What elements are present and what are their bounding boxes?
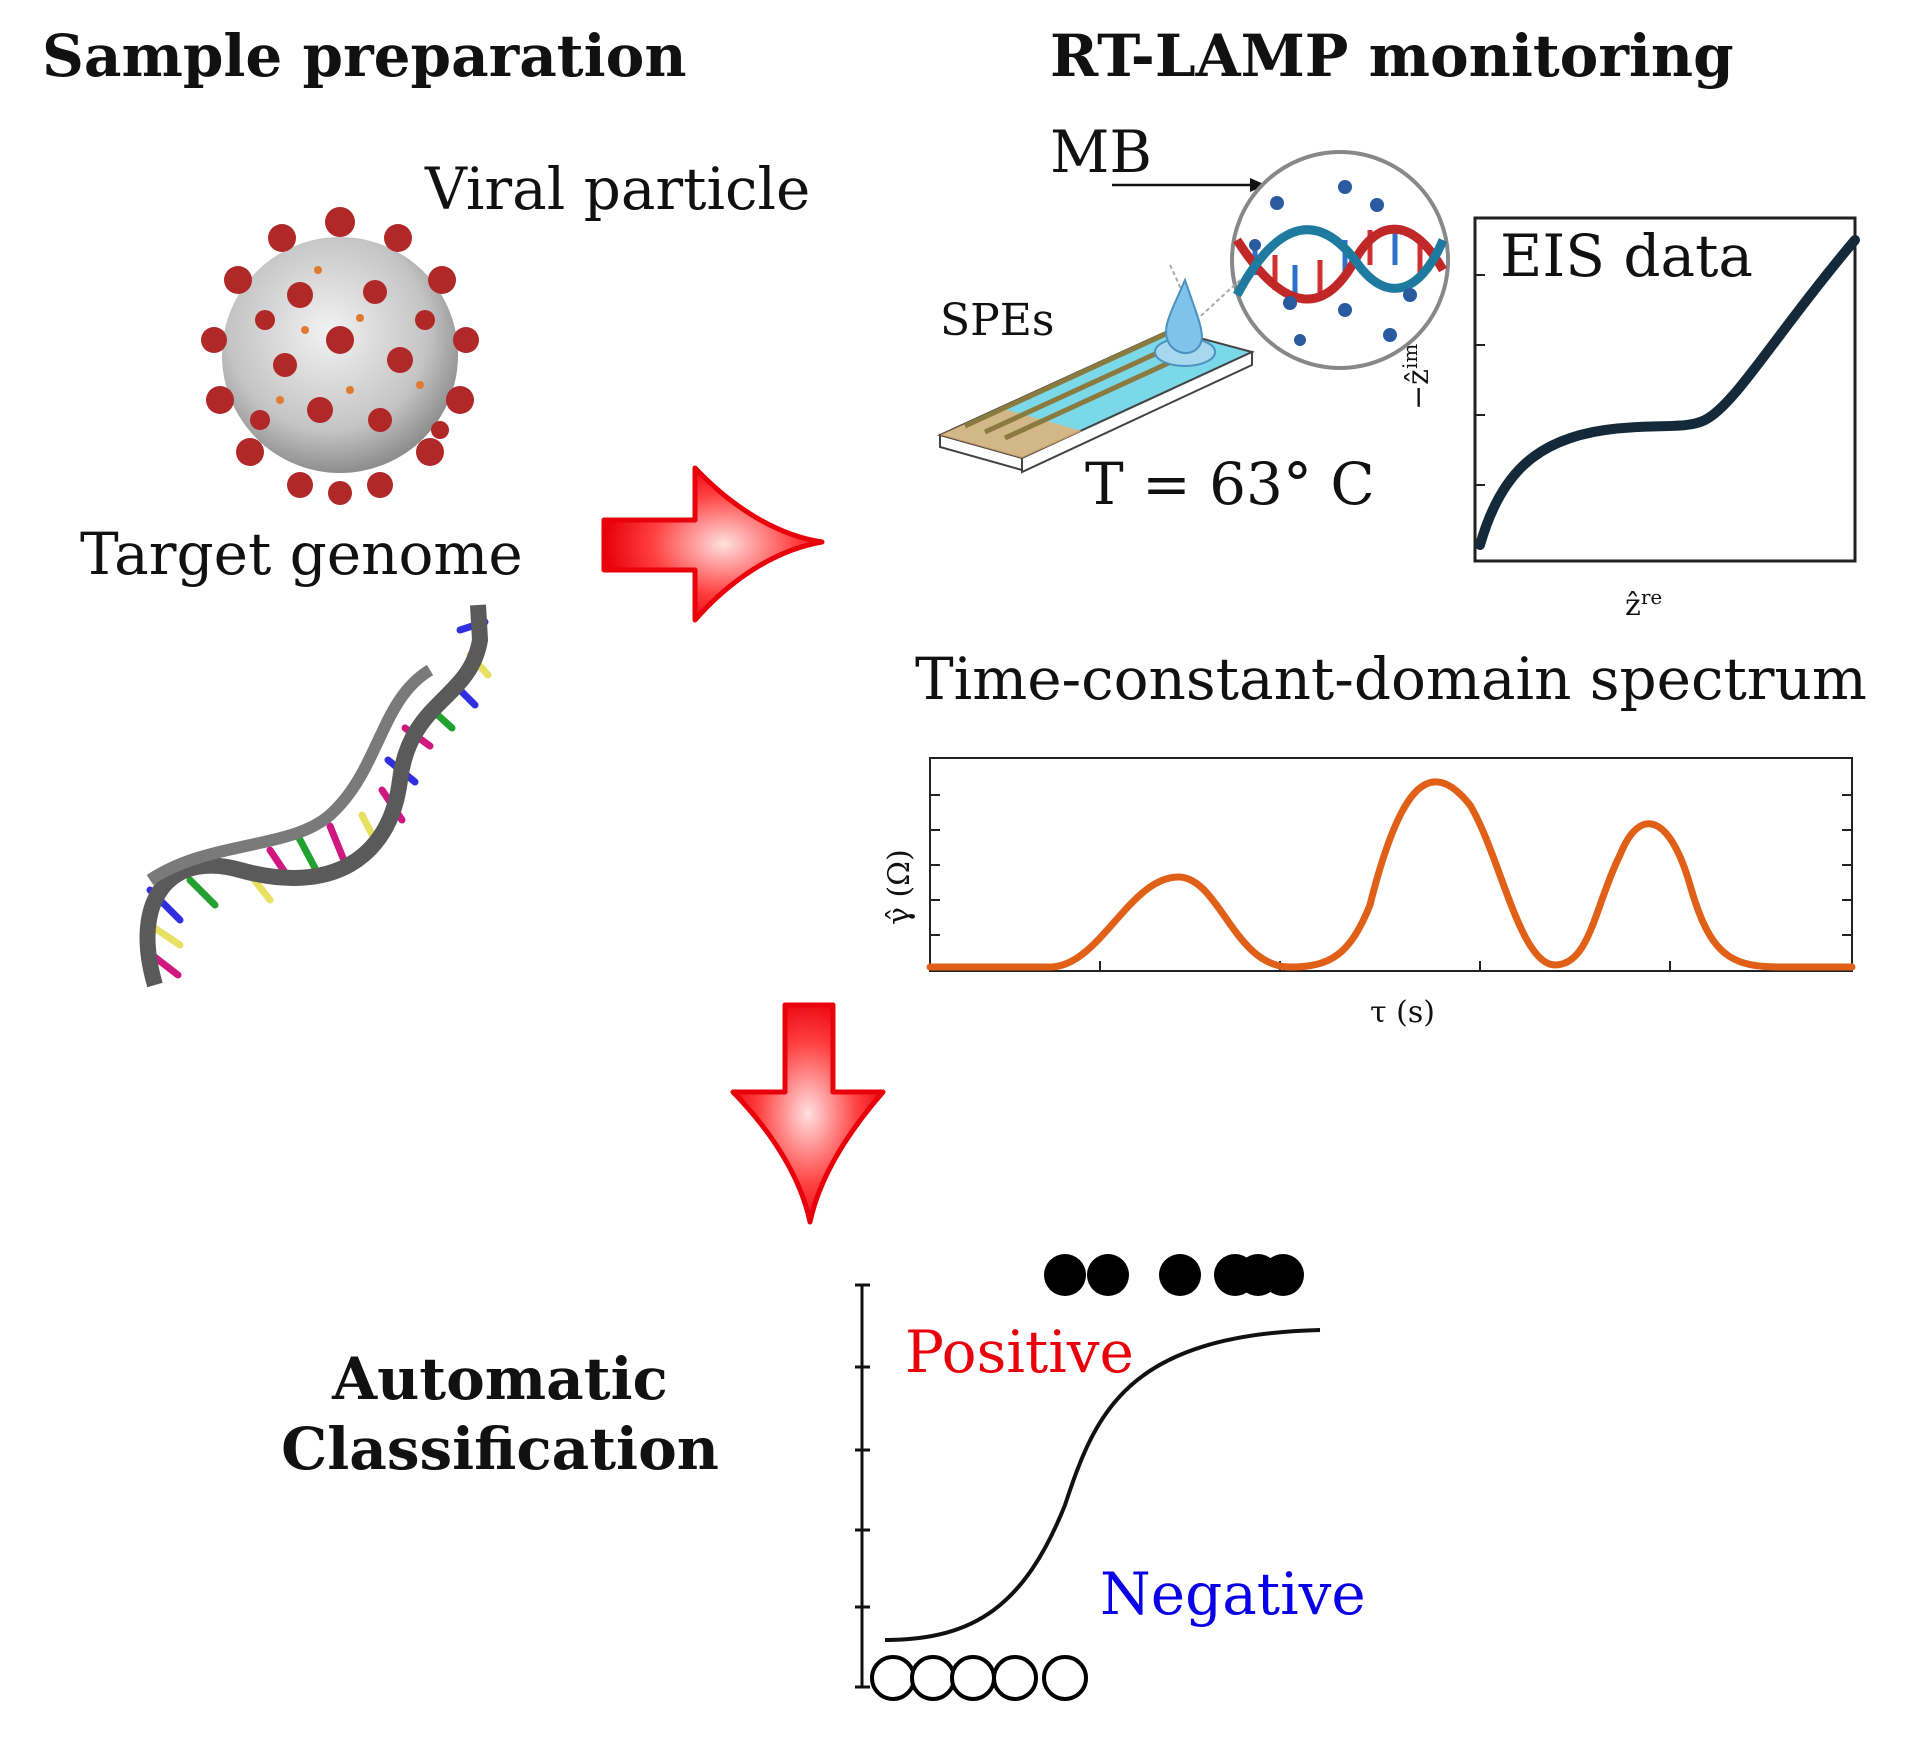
right-arrow-icon (601, 465, 825, 623)
eis-curve (1475, 235, 1860, 550)
drt-plot (926, 757, 1856, 972)
drt-curve (926, 778, 1856, 971)
negative-marker (910, 1655, 956, 1701)
mb-label: MB (1050, 118, 1153, 186)
spes-label: SPEs (940, 295, 1055, 346)
negative-marker (950, 1655, 996, 1701)
positive-label: Positive (905, 1318, 1134, 1386)
drt-y-axis-label: γ̂ (Ω) (882, 849, 917, 925)
screen-printed-electrode-icon (937, 264, 1255, 474)
magnified-dna-mb-icon (1230, 150, 1450, 370)
positive-marker (1262, 1254, 1304, 1296)
negative-label: Negative (1100, 1560, 1366, 1628)
positive-marker (1159, 1254, 1201, 1296)
eis-x-axis-label: ẑre (1625, 585, 1663, 623)
negative-markers (870, 1655, 1088, 1701)
dna-helix-icon (139, 604, 492, 988)
sample-preparation-heading: Sample preparation (42, 22, 687, 90)
sigmoid-curve (884, 1328, 1321, 1642)
positive-markers (1044, 1254, 1304, 1296)
negative-marker (870, 1655, 916, 1701)
eis-data-label: EIS data (1500, 222, 1754, 290)
mb-pointer-arrow (1112, 178, 1266, 192)
rt-lamp-monitoring-heading: RT-LAMP monitoring (1050, 22, 1734, 90)
coronavirus-icon (201, 207, 479, 505)
negative-marker (992, 1655, 1038, 1701)
target-genome-label: Target genome (80, 520, 523, 588)
viral-particle-label: Viral particle (425, 155, 811, 223)
positive-marker (1044, 1254, 1086, 1296)
classification-label: Classification (281, 1415, 719, 1483)
down-arrow-icon (730, 1002, 886, 1225)
temperature-label: T = 63° C (1085, 450, 1375, 518)
drt-x-axis-label: τ (s) (1370, 995, 1435, 1030)
automatic-label: Automatic (332, 1345, 668, 1413)
positive-marker (1087, 1254, 1129, 1296)
eis-plot (1473, 216, 1860, 563)
classification-plot (855, 1254, 1321, 1701)
time-constant-spectrum-label: Time-constant-domain spectrum (915, 645, 1867, 713)
negative-marker (1042, 1655, 1088, 1701)
eis-y-axis-label: −ẑim (1398, 343, 1436, 410)
